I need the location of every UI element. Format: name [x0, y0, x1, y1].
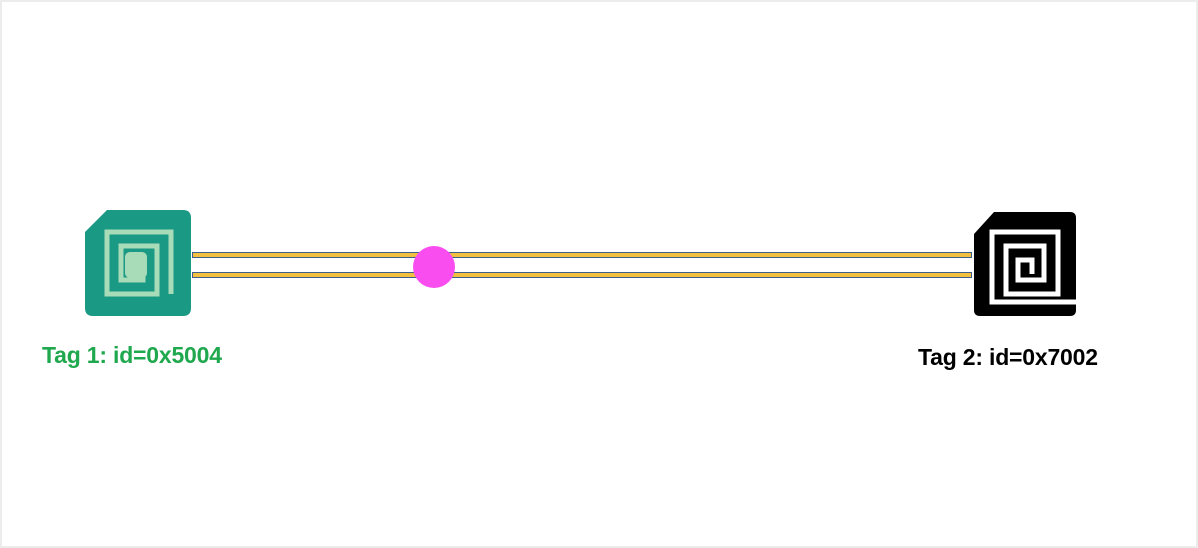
position-marker[interactable]	[412, 246, 455, 288]
tag2-spiral	[989, 229, 1076, 305]
connection-rail-bottom	[192, 272, 972, 278]
connection-rail-top	[192, 252, 972, 258]
tag1-spiral	[104, 229, 174, 297]
tag2-label: Tag 2: id=0x7002	[918, 344, 1098, 370]
tag1-core	[125, 252, 147, 278]
nfc-tag-icon	[974, 212, 1076, 316]
nfc-tag-icon	[85, 210, 191, 316]
tag2-body	[974, 212, 1076, 316]
tag1-label: Tag 1: id=0x5004	[42, 342, 222, 368]
